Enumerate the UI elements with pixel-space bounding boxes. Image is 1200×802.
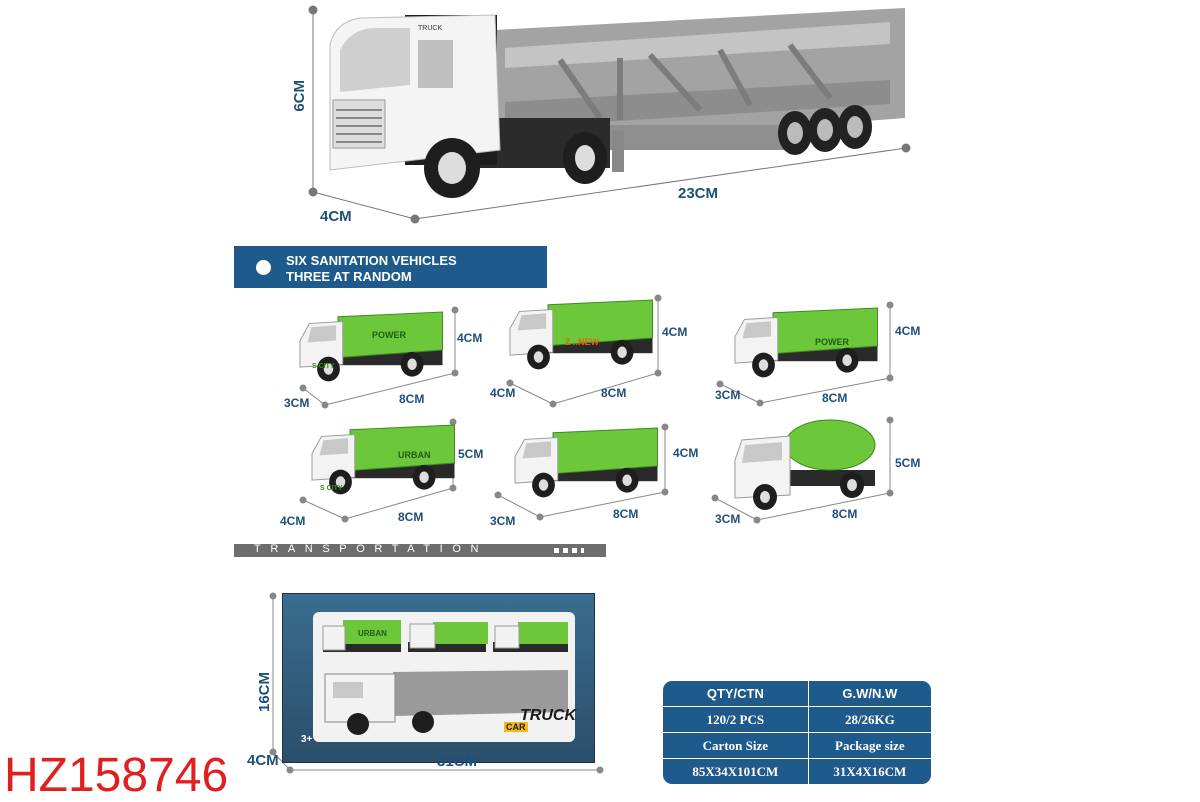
transportation-label: TRANSPORTATION (254, 543, 489, 555)
main-truck-dimension-lines (308, 5, 911, 224)
vehicle-5-depth: 3CM (490, 514, 516, 528)
vehicle-5-height: 4CM (673, 446, 699, 460)
main-truck-depth-label: 4CM (320, 208, 352, 225)
vehicle-3-depth: 3CM (715, 388, 741, 402)
vehicle-4-depth: 4CM (280, 514, 306, 528)
vehicle-6-depth: 3CM (715, 512, 741, 526)
package-vehicle-text: URBAN (358, 629, 387, 638)
vehicle-5-length: 8CM (613, 507, 639, 521)
package-depth-label: 4CM (247, 752, 279, 769)
vehicle-2-side-text: Z ..NEW (565, 337, 600, 347)
bullet-icon (256, 260, 271, 275)
vehicle-6-length: 8CM (832, 507, 858, 521)
vehicle-6-mixer (734, 419, 876, 510)
package-window: URBAN (313, 612, 575, 742)
age-badge: 3+ (301, 734, 313, 745)
info-banner: SIX SANITATION VEHICLES THREE AT RANDOM (234, 246, 547, 288)
vehicle-1-side-text: POWER (372, 330, 407, 340)
package-brand: TRUCK (520, 707, 576, 724)
table-row: 120/2 PCS 28/26KG (663, 707, 931, 733)
vehicle-3-side-text: POWER (815, 337, 850, 347)
vehicle-4-cab-text: S CITY (320, 485, 343, 492)
carton-size-header: Carton Size (663, 733, 809, 759)
vehicle-2-height: 4CM (662, 325, 688, 339)
vehicle-3-height: 4CM (895, 324, 921, 338)
vehicle-4: URBAN S CITY (311, 424, 455, 495)
vehicle-2: Z ..NEW (509, 299, 653, 370)
package-length-label: 31CM (437, 753, 478, 770)
dots-icon (554, 548, 584, 553)
package-size-value: 31X4X16CM (833, 763, 907, 779)
vehicle-3: POWER (734, 307, 878, 378)
package-size-header: Package size (808, 733, 931, 759)
carton-size-value: 85X34X101CM (663, 759, 809, 784)
vehicle-2-length: 8CM (601, 386, 627, 400)
truck-cab: TRUCK (329, 14, 501, 171)
vehicle-1-depth: 3CM (284, 396, 310, 410)
table-row: Carton Size Package size (663, 733, 931, 759)
trailer-wheels (778, 105, 872, 155)
banner-line-1: SIX SANITATION VEHICLES (286, 253, 457, 268)
product-code: HZ158746 (4, 749, 229, 802)
vehicle-dimension-lines (299, 294, 894, 524)
vehicle-1-cab-text: S CITY (312, 363, 335, 370)
package-box: URBAN TRUCK CAR 3+ (282, 593, 595, 763)
table-row: 85X34X101CM 31X4X16CM (663, 759, 931, 784)
spec-table: QTY/CTN G.W/N.W 120/2 PCS 28/26KG Carton… (663, 681, 931, 784)
transportation-bar: TRANSPORTATION (234, 543, 606, 557)
vehicle-4-height: 5CM (458, 447, 484, 461)
table-row: QTY/CTN G.W/N.W (663, 681, 931, 707)
vehicle-1: POWER S CITY (299, 311, 443, 382)
banner-line-2: THREE AT RANDOM (286, 269, 412, 284)
package-contents-illustration: URBAN (322, 620, 568, 735)
weight-header: G.W/N.W (808, 681, 931, 707)
vehicle-4-length: 8CM (398, 510, 424, 524)
vehicle-6-height: 5CM (895, 456, 921, 470)
weight-value: 28/26KG (808, 707, 931, 733)
qty-header: QTY/CTN (663, 681, 809, 707)
vehicle-2-depth: 4CM (490, 386, 516, 400)
vehicle-4-side-text: URBAN (398, 450, 431, 460)
vehicle-1-height: 4CM (457, 331, 483, 345)
vehicle-3-length: 8CM (822, 391, 848, 405)
qty-value: 120/2 PCS (663, 707, 809, 733)
vehicle-1-length: 8CM (399, 392, 425, 406)
package-height-label: 16CM (256, 672, 273, 713)
cab-logo-text: TRUCK (418, 25, 442, 32)
package-sub-brand: CAR (504, 722, 528, 732)
main-truck-length-label: 23CM (678, 185, 719, 202)
